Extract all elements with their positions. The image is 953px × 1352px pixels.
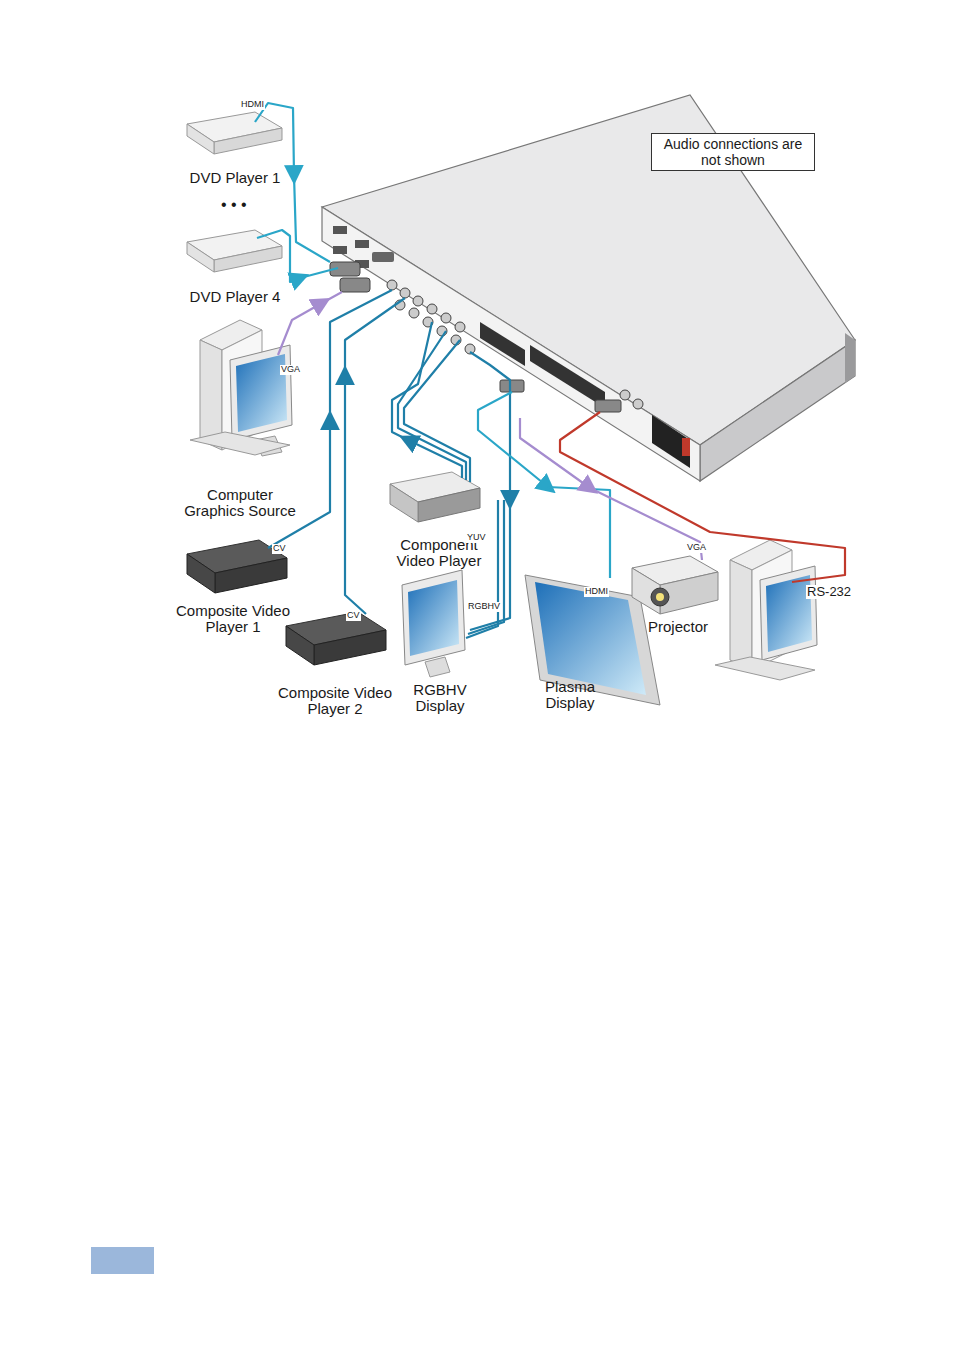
- computer-graphics-device: [190, 320, 292, 456]
- device-label: Composite Video Player 2: [270, 685, 400, 717]
- cable-label: RGBHV: [467, 602, 501, 612]
- ellipsis: • • •: [220, 196, 248, 214]
- label-text: DVD Player 1: [190, 170, 281, 186]
- cable-label: CV: [346, 611, 361, 621]
- note-box: Audio connections are not shown: [651, 133, 815, 171]
- cables: [255, 103, 845, 638]
- projector-device: [632, 556, 718, 614]
- label-text: Computer Graphics Source: [178, 487, 303, 519]
- label-text: Composite Video Player 1: [168, 603, 298, 635]
- cable-label: RS-232: [806, 585, 852, 599]
- dvd-player-4-device: [187, 230, 282, 272]
- label-text: RGBHV Display: [404, 682, 476, 714]
- cable-label: CV: [272, 544, 287, 554]
- device-label: DVD Player 1: [190, 170, 281, 186]
- page-tab: [91, 1247, 154, 1274]
- label-text: Audio connections are not shown: [658, 136, 808, 168]
- composite-player-2-device: [286, 612, 386, 665]
- label-text: Projector: [648, 619, 708, 635]
- cable-label: VGA: [280, 365, 301, 375]
- device-label: Computer Graphics Source: [178, 487, 303, 519]
- device-label: Composite Video Player 1: [168, 603, 298, 635]
- label-text: DVD Player 4: [190, 289, 281, 305]
- device-label: DVD Player 4: [190, 289, 281, 305]
- cable-label: VGA: [686, 543, 707, 553]
- label-text: Composite Video Player 2: [270, 685, 400, 717]
- cable-label: HDMI: [584, 587, 609, 597]
- dvd-player-1-device: [187, 112, 282, 154]
- rgbhv-display-device: [402, 570, 465, 677]
- switcher-unit: [322, 95, 855, 481]
- composite-player-1-device: [187, 540, 287, 593]
- label-text: Plasma Display: [534, 679, 606, 711]
- cable-label: HDMI: [240, 100, 265, 110]
- device-label: RGBHV Display: [404, 682, 476, 714]
- control-computer-device: [715, 540, 817, 680]
- cable-label: YUV: [466, 533, 487, 543]
- device-label: Plasma Display: [534, 679, 606, 711]
- device-label: Projector: [648, 619, 708, 635]
